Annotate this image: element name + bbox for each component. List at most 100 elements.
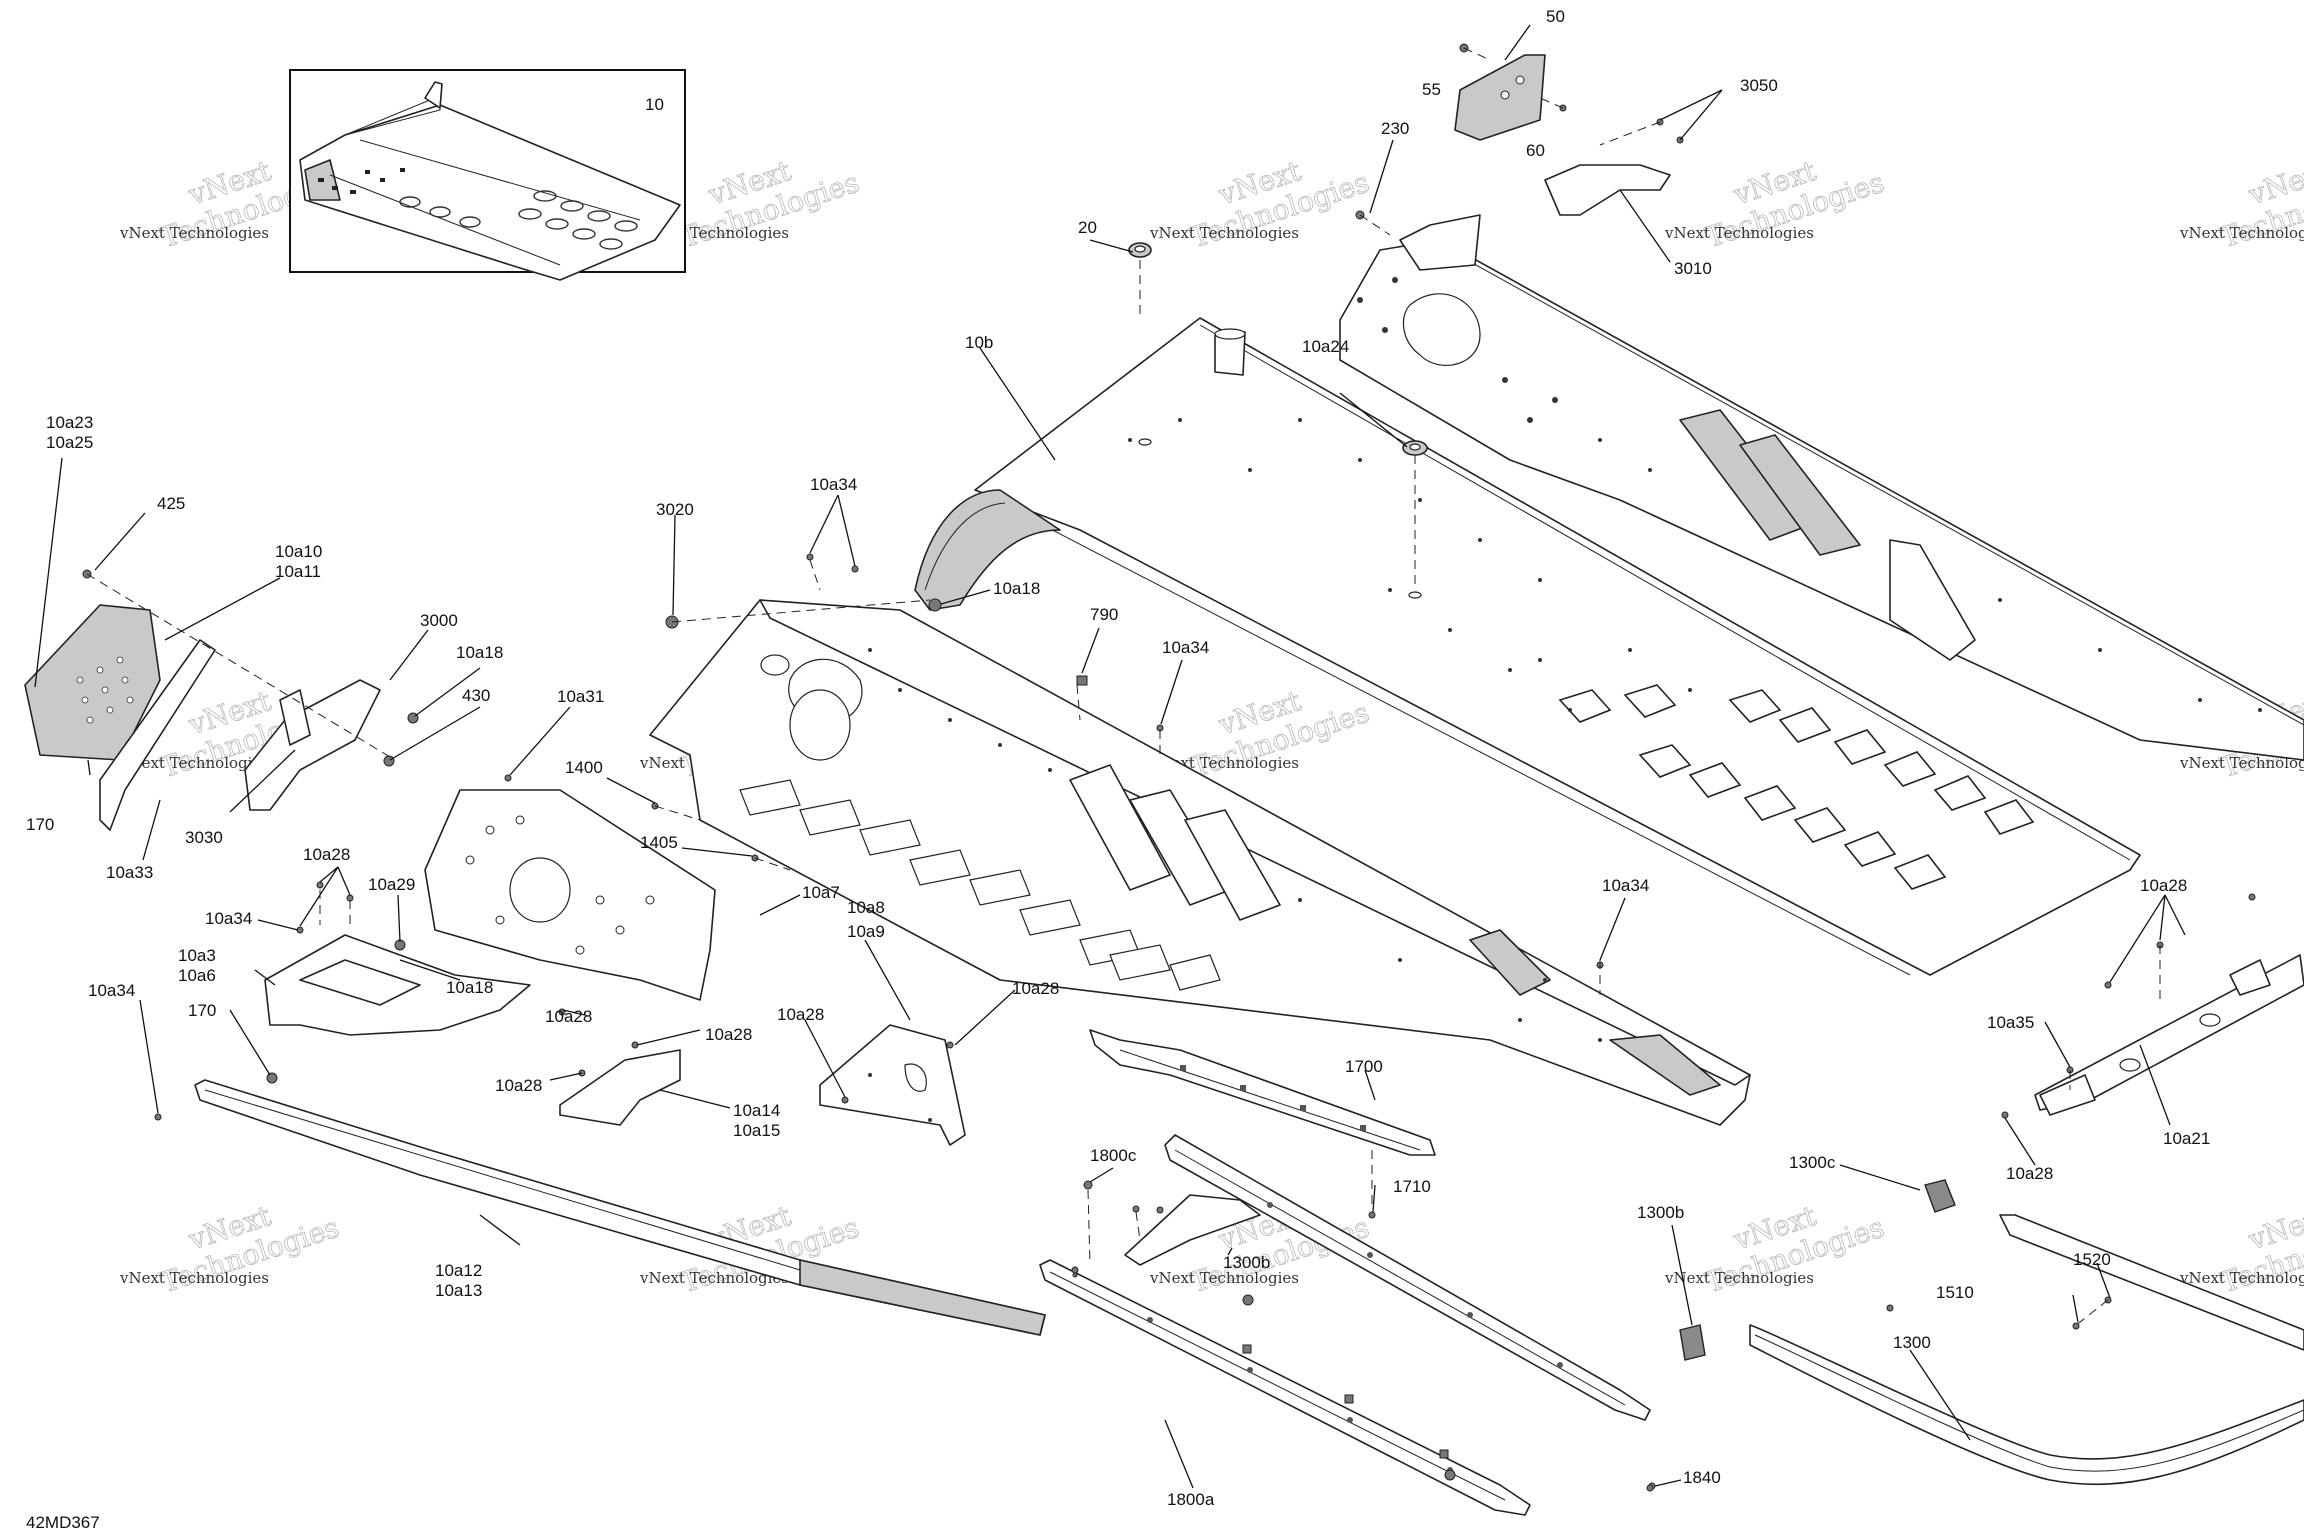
front-side-plate [424,789,716,1001]
callout-3030: 3030 [185,828,223,847]
callout-10a28-c: 10a28 [545,1007,592,1026]
callout-55: 55 [1422,80,1441,99]
callout-3020: 3020 [656,500,694,519]
callout-10a14: 10a14 [733,1101,780,1120]
callout-50: 50 [1546,7,1565,26]
tunnel-front-crescent [914,489,1061,611]
lower-front-bracket [264,934,531,1036]
watermark-text-0: vNext Technologies [119,224,269,242]
callout-10a34-a: 10a34 [810,475,857,494]
callout-10a8: 10a8 [847,898,885,917]
tunnel-top-plate [974,317,2141,976]
watermark-text-3: vNext Technologies [1664,224,1814,242]
running-board-left [194,1079,1046,1336]
small-bracket [559,1049,681,1126]
callout-10a23: 10a23 [46,413,93,432]
callout-1510: 1510 [1936,1283,1974,1302]
callout-170-b: 170 [188,1001,216,1020]
callout-10a10: 10a10 [275,542,322,561]
callout-10a33: 10a33 [106,863,153,882]
tunnel-left-side-wall [649,599,1751,1126]
callout-1400: 1400 [565,758,603,777]
callout-1840: 1840 [1683,1468,1721,1487]
callout-1300b-b: 1300b [1223,1253,1270,1272]
callout-10b: 10b [965,333,993,352]
callout-3010: 3010 [1674,259,1712,278]
callout-3050: 3050 [1740,76,1778,95]
watermark-text-12: vNext Technologies [1149,1269,1299,1287]
front-bar [99,639,216,831]
callout-10a6: 10a6 [178,966,216,985]
grommet-10a24 [1402,440,1428,456]
fasteners [82,43,2256,1492]
callout-1300c: 1300c [1789,1153,1836,1172]
callout-230: 230 [1381,119,1409,138]
bracket-1300c [1924,1179,1956,1213]
callout-10a29: 10a29 [368,875,415,894]
watermark-text-5: vNext Technologies [119,754,269,772]
callout-10a24: 10a24 [1302,337,1349,356]
callout-10a15: 10a15 [733,1121,780,1140]
callout-1700: 1700 [1345,1057,1383,1076]
tunnel-right-side-wall [1339,214,2304,761]
callout-1800a: 1800a [1167,1490,1215,1509]
callout-10a34-b: 10a34 [1162,638,1209,657]
leader-lines [34,24,2186,1489]
heat-shield-50 [1454,54,1546,141]
bumper-1300b [1999,1214,2304,1351]
bumper-1300 [1749,1324,2304,1486]
callout-1300: 1300 [1893,1333,1931,1352]
callout-425: 425 [157,494,185,513]
triangular-gusset [819,1024,966,1146]
callout-10a18-a: 10a18 [456,643,503,662]
callout-10a31: 10a31 [557,687,604,706]
callout-10a28-f: 10a28 [495,1076,542,1095]
callout-10a28-h: 10a28 [2006,1164,2053,1183]
callout-1300b-a: 1300b [1637,1203,1684,1222]
diagram-code: 42MD367 [26,1513,100,1532]
callout-10a18-c: 10a18 [446,978,493,997]
callout-1800c: 1800c [1090,1146,1137,1165]
callout-10a28-a: 10a28 [303,845,350,864]
watermark-text-9: vNext Technologies [2179,754,2304,772]
callout-20: 20 [1078,218,1097,237]
callout-10a34-e: 10a34 [1602,876,1649,895]
callout-1520: 1520 [2073,1250,2111,1269]
inset-label: 10 [645,95,664,114]
callout-10a12: 10a12 [435,1261,482,1280]
bracket-3010 [1544,164,1671,216]
watermark-text-10: vNext Technologies [119,1269,269,1287]
callout-10a28-d: 10a28 [705,1025,752,1044]
callout-10a18-b: 10a18 [993,579,1040,598]
tunnel-cutouts [1558,684,2035,890]
watermark-text-14: vNext Technologies [2179,1269,2304,1287]
callout-60: 60 [1526,141,1545,160]
callout-10a28-g: 10a28 [2140,876,2187,895]
front-left-plate [24,604,161,761]
callout-10a25: 10a25 [46,433,93,452]
callout-430: 430 [462,686,490,705]
rear-cross-bracket [2034,954,2304,1116]
callout-10a3: 10a3 [178,946,216,965]
callout-170-a: 170 [26,815,54,834]
callout-3000: 3000 [420,611,458,630]
watermark-text-4: vNext Technologies [2179,224,2304,242]
callout-790: 790 [1090,605,1118,624]
watermark-text-13: vNext Technologies [1664,1269,1814,1287]
rail-1800a [1039,1259,1531,1516]
callout-10a13: 10a13 [435,1281,482,1300]
callout-10a34-c: 10a34 [205,909,252,928]
callout-10a7: 10a7 [802,883,840,902]
rail-1800c [1124,1134,1651,1421]
callout-10a34-d: 10a34 [88,981,135,1000]
tunnel-rivets [1128,418,1692,712]
watermark-text-11: vNext Technologies [639,1269,789,1287]
slide-rail-1700 [1089,1029,1436,1156]
callout-10a21: 10a21 [2163,1129,2210,1148]
callout-10a11: 10a11 [275,562,321,581]
callout-10a9: 10a9 [847,922,885,941]
callout-1405: 1405 [640,833,678,852]
